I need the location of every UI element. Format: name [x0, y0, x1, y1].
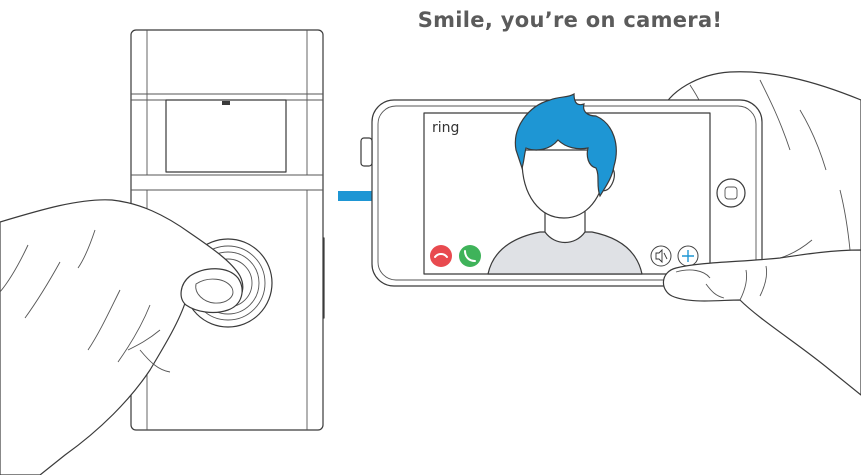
home-button-icon	[716, 178, 746, 208]
add-button[interactable]	[677, 245, 699, 267]
phone-side-button	[360, 137, 373, 167]
mute-button[interactable]	[650, 245, 672, 267]
doorbell-device	[125, 29, 325, 431]
caller-hair	[514, 92, 617, 198]
accept-call-button[interactable]	[459, 245, 481, 267]
caller-avatar	[487, 92, 643, 275]
phone-icon	[464, 250, 476, 262]
headline: Smile, you’re on camera!	[417, 8, 723, 32]
speaker-mute-icon	[655, 248, 663, 264]
app-brand-label: ring	[432, 120, 459, 136]
left-hand	[0, 199, 244, 475]
camera-lens	[222, 101, 230, 105]
phone-hangup-icon	[434, 253, 448, 258]
smartphone: ring	[360, 92, 763, 287]
decline-call-button[interactable]	[430, 245, 452, 267]
caller-shirt	[487, 231, 643, 275]
plus-icon	[682, 250, 694, 262]
right-hand-front	[662, 249, 861, 396]
camera-window	[165, 99, 287, 173]
